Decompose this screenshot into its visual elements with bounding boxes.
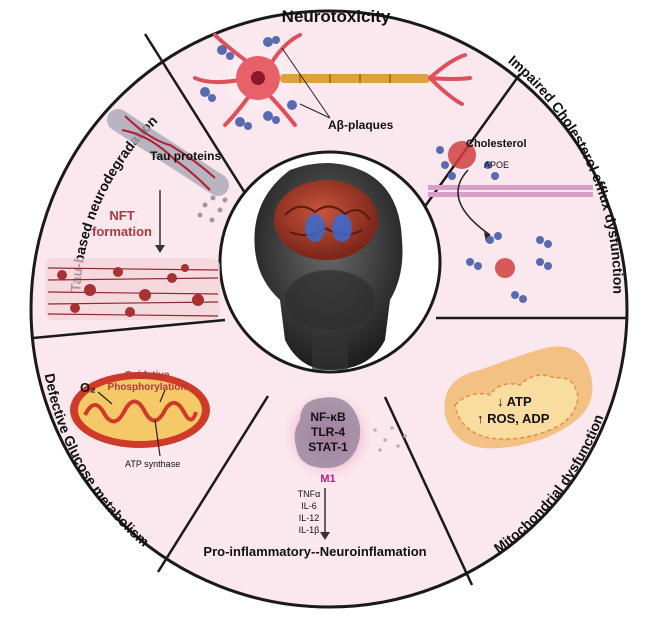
marker-tlr4: TLR-4 [311,425,345,439]
segment-neurotoxicity: Neurotoxicity Aβ-plaques [193,7,472,132]
cytokine-il6: IL-6 [301,501,317,511]
m1-label: M1 [320,473,335,485]
atp-synthase-label: ATP synthase [125,459,180,469]
tau-fiber-illustration [107,109,229,253]
damaged-mitochondrion-illustration [444,346,593,449]
neurotoxicity-title: Neurotoxicity [282,7,391,26]
nft-label-line-1: NFT [109,208,134,223]
microglia-illustration [280,387,407,540]
oxphos-label-line-2: Phosphorylation [108,382,187,393]
marker-nfkb: NF-κB [310,410,346,424]
neuron-illustration [193,33,472,130]
o2-label: O₂ [80,380,96,395]
cytokine-il1b: IL-1β [299,525,320,535]
cytokine-il12: IL-12 [299,513,320,523]
inflammation-title: Pro-inflammatory--Neuroinflamation [203,544,426,559]
apoe-label: APOE [484,160,509,170]
segment-inflammation: NF-κB TLR-4 STAT-1 M1 TNFα IL-6 IL-12 IL… [203,387,427,559]
plaques-label: Aβ-plaques [328,118,394,132]
tau-proteins-label: Tau proteins [150,149,221,163]
mito-ros-line: ↑ ROS, ADP [477,411,550,426]
central-head-illustration [218,150,442,374]
cholesterol-label: Cholesterol [466,138,527,150]
cytokine-tnfa: TNFα [298,489,321,499]
oxphos-label-line-1: Oxidative [124,370,169,381]
marker-stat1: STAT-1 [308,440,348,454]
nft-label-line-2: formation [92,224,152,239]
mitochondrion-glucose-illustration [70,372,210,457]
nft-tangle-illustration [45,258,220,320]
mito-atp-line: ↓ ATP [497,394,532,409]
cholesterol-illustration [428,141,593,303]
